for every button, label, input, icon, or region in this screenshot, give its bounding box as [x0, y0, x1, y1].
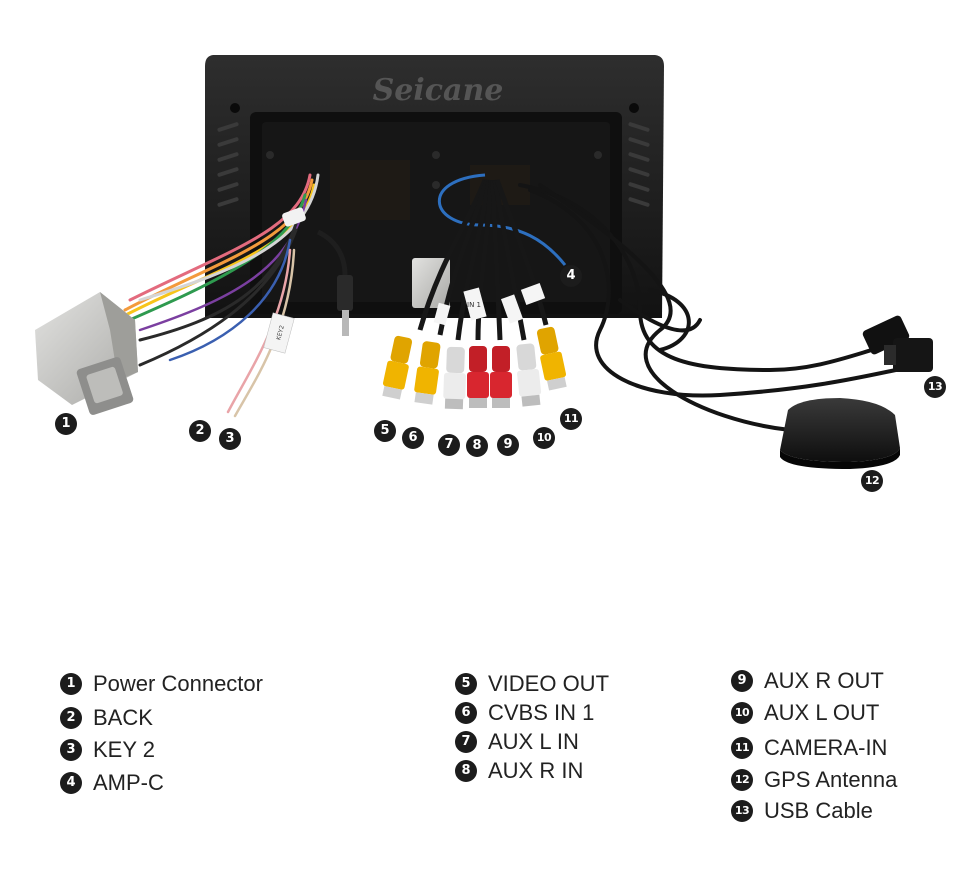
cable-tag-text: IN 1	[467, 301, 481, 309]
legend-number: 10	[731, 702, 753, 724]
legend-label: AUX L OUT	[764, 700, 880, 725]
marker-13: 13	[924, 376, 946, 398]
wiring-harness	[116, 173, 320, 418]
brand-logo: Seicane	[373, 73, 504, 108]
key-tag-text: KEY2	[275, 324, 286, 341]
legend-label: AUX R IN	[488, 758, 584, 783]
legend-label: BACK	[93, 705, 153, 730]
power-connector	[35, 292, 138, 415]
legend-number: 12	[731, 769, 753, 791]
marker-2: 2	[189, 420, 211, 442]
product-photo: Seicane KEY2	[35, 55, 946, 492]
cable-labels: IN 1	[433, 283, 546, 326]
legend-number: 4	[60, 772, 82, 794]
legend-label: USB Cable	[764, 798, 873, 823]
legend-number: 1	[60, 673, 82, 695]
marker-8: 8	[466, 435, 488, 457]
legend-number: 13	[731, 800, 753, 822]
marker-12: 12	[861, 470, 883, 492]
legend-number: 8	[455, 760, 477, 782]
marker-10: 10	[533, 427, 555, 449]
antenna-plug	[316, 229, 353, 336]
usb-connectors	[862, 315, 933, 372]
legend-label: Power Connector	[93, 671, 263, 696]
marker-6: 6	[402, 427, 424, 449]
marker-3: 3	[219, 428, 241, 450]
gps-antenna-puck	[780, 398, 900, 469]
legend-number: 7	[455, 731, 477, 753]
legend-label: AMP-C	[93, 770, 164, 795]
legend-label: CAMERA-IN	[764, 735, 888, 760]
legend-number: 3	[60, 739, 82, 761]
marker-4: 4	[560, 265, 582, 287]
legend-number: 9	[731, 670, 753, 692]
legend-label: AUX L IN	[488, 729, 579, 754]
marker-9: 9	[497, 434, 519, 456]
head-unit-illustration: Seicane KEY2	[35, 55, 933, 469]
marker-7: 7	[438, 434, 460, 456]
legend-number: 6	[455, 702, 477, 724]
marker-1: 1	[55, 413, 77, 435]
legend-number: 11	[731, 737, 753, 759]
legend-label: CVBS IN 1	[488, 700, 595, 725]
legend-number: 5	[455, 673, 477, 695]
legend-number: 2	[60, 707, 82, 729]
legend-label: GPS Antenna	[764, 767, 898, 792]
legend-label: KEY 2	[93, 737, 155, 762]
legend-label: AUX R OUT	[764, 668, 884, 693]
marker-11: 11	[560, 408, 582, 430]
marker-5: 5	[374, 420, 396, 442]
rca-plugs	[382, 326, 567, 410]
legend-label: VIDEO OUT	[488, 671, 610, 696]
